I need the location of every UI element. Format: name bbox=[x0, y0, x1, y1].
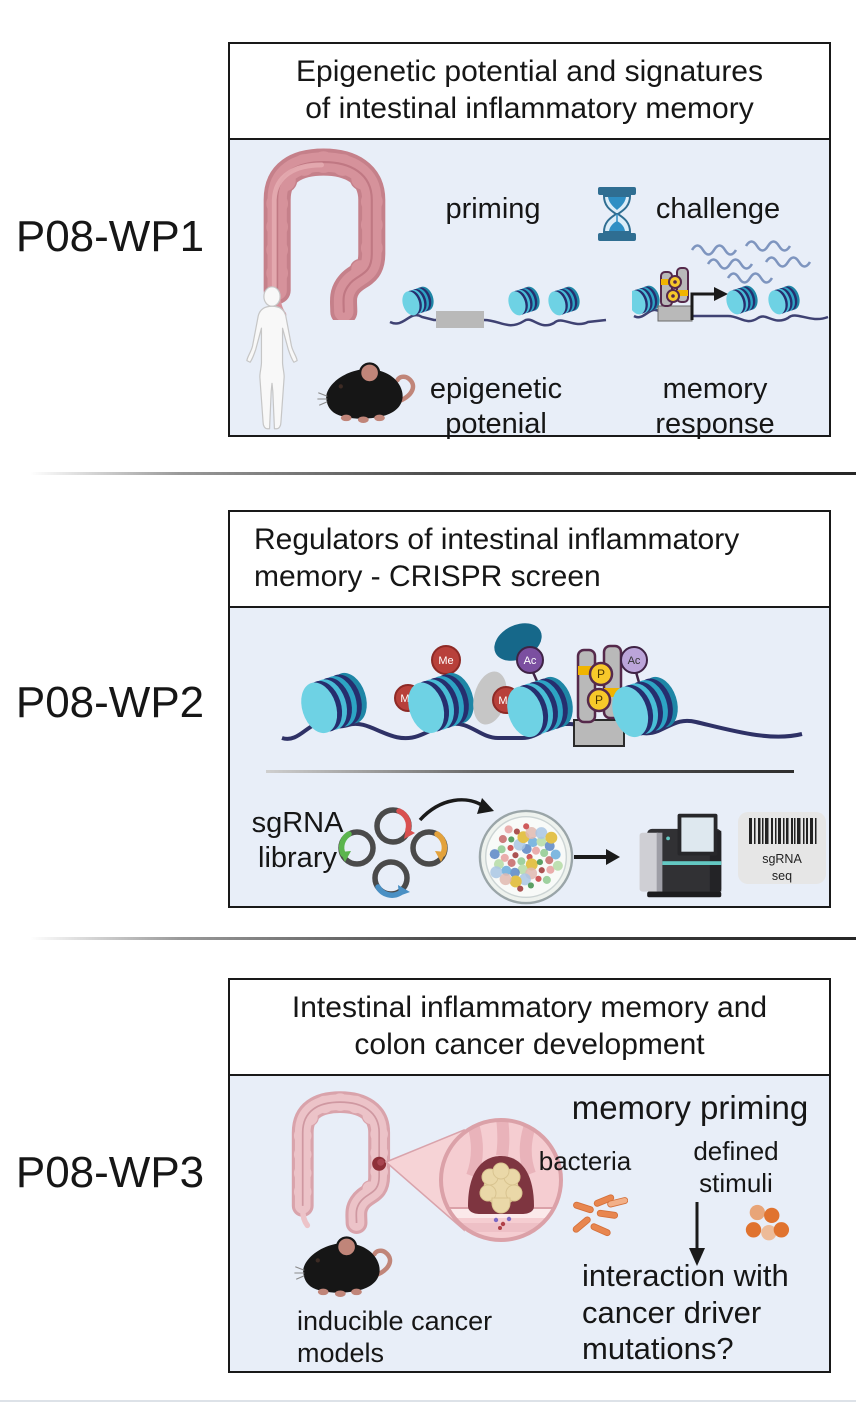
svg-text:P: P bbox=[597, 667, 605, 681]
sequencer-icon bbox=[639, 813, 722, 898]
wp3-panel: Intestinal inflammatory memory and colon… bbox=[228, 978, 831, 1373]
colon-tumor-zoom-illustration bbox=[291, 1091, 563, 1242]
stimuli-dots-icon bbox=[745, 1204, 790, 1241]
wp2-title: Regulators of intestinal inflammatory me… bbox=[230, 512, 829, 608]
bacteria-label: bacteria bbox=[538, 1146, 632, 1176]
nucleosome-icon bbox=[399, 284, 437, 318]
bottom-rule bbox=[0, 1400, 856, 1402]
nucleosome-icon bbox=[545, 284, 583, 318]
right-arrow-icon bbox=[574, 849, 620, 865]
rna-transcript-squiggle bbox=[706, 258, 754, 270]
acetyl-mark: Ac bbox=[516, 646, 544, 689]
transcription-machinery-icon bbox=[657, 267, 693, 322]
defined-stimuli-label: defined stimuli bbox=[693, 1136, 779, 1198]
priming-label: priming bbox=[445, 193, 541, 225]
phospho-mark: P bbox=[586, 687, 612, 713]
barcode-icon: sgRNA seq bbox=[738, 812, 826, 884]
silenced-chromatin-diagram bbox=[389, 284, 607, 328]
human-icon bbox=[246, 286, 298, 430]
petri-dish-icon bbox=[478, 809, 574, 905]
section-divider-2 bbox=[30, 937, 856, 940]
epigenetic-potential-label: epigenetic potenial bbox=[429, 373, 563, 441]
nucleosome-icon bbox=[501, 672, 579, 742]
wp2-title-line1: Regulators of intestinal inflammatory bbox=[254, 523, 740, 557]
wp3-title-line1: Intestinal inflammatory memory and bbox=[291, 991, 768, 1025]
sgrna-library-label: sgRNA library bbox=[251, 807, 344, 875]
wp3-label: P08-WP3 bbox=[15, 1148, 205, 1197]
rna-transcript-squiggle bbox=[726, 272, 774, 284]
section-divider-1 bbox=[30, 472, 856, 475]
nucleosome-icon bbox=[505, 284, 543, 318]
wp3-content: memory priming bacteria defined stimuli bbox=[230, 1076, 829, 1371]
wp1-title-line1: Epigenetic potential and signatures bbox=[296, 55, 763, 89]
colon-tumor-icon bbox=[291, 1091, 391, 1234]
wp1-content: priming challenge bbox=[230, 140, 829, 440]
wp2-content: Me Me Me Ac bbox=[230, 608, 829, 906]
colon-icon bbox=[263, 148, 386, 320]
wp3-title: Intestinal inflammatory memory and colon… bbox=[230, 980, 829, 1076]
acetyl-mark: Ac bbox=[620, 646, 648, 687]
wp2-label: P08-WP2 bbox=[15, 678, 205, 727]
svg-text:Ac: Ac bbox=[524, 655, 537, 667]
svg-text:P: P bbox=[595, 693, 603, 707]
silenced-gene-box bbox=[436, 311, 484, 328]
phospho-mark: P bbox=[588, 661, 614, 687]
inducible-cancer-models-label: inducible cancer models bbox=[297, 1306, 493, 1368]
barcode-label-line2: seq bbox=[771, 868, 793, 883]
memory-response-label: memory response bbox=[655, 373, 775, 441]
cell-pool-dots bbox=[489, 823, 563, 892]
barcode-bars bbox=[749, 818, 817, 844]
down-arrow-icon bbox=[689, 1202, 705, 1266]
svg-text:Ac: Ac bbox=[628, 655, 641, 667]
barcode-label-line1: sgRNA bbox=[762, 852, 802, 866]
wp1-label: P08-WP1 bbox=[15, 212, 205, 261]
wp1-panel: Epigenetic potential and signatures of i… bbox=[228, 42, 831, 440]
active-chromatin-diagram bbox=[632, 240, 829, 323]
hourglass-icon bbox=[598, 187, 636, 241]
zoom-circle-rim bbox=[439, 1118, 563, 1242]
rna-transcript-squiggle bbox=[744, 240, 792, 252]
wp1-title-line2: of intestinal inflammatory memory bbox=[305, 92, 754, 125]
interaction-question-label: interaction with cancer driver mutations… bbox=[582, 1258, 789, 1367]
wp2-title-line2: memory - CRISPR screen bbox=[254, 560, 601, 593]
mouse-icon bbox=[310, 354, 422, 426]
nucleosome-icon bbox=[723, 283, 761, 317]
wp2-inner-divider bbox=[266, 770, 794, 773]
transcription-start-arrow bbox=[690, 287, 728, 320]
wp3-title-line2: colon cancer development bbox=[354, 1028, 705, 1061]
nucleosome-icon bbox=[765, 283, 803, 317]
svg-text:Me: Me bbox=[438, 655, 453, 667]
chromatin-fiber-icon: Me Me Me Ac bbox=[281, 623, 803, 747]
plasmid-library-icon bbox=[338, 807, 448, 898]
challenge-label: challenge bbox=[655, 193, 781, 225]
wp1-title: Epigenetic potential and signatures of i… bbox=[230, 44, 829, 140]
polyp-zoom-icon bbox=[441, 1120, 561, 1240]
bacteria-rods-icon bbox=[572, 1194, 628, 1237]
wp2-panel: Regulators of intestinal inflammatory me… bbox=[228, 510, 831, 908]
memory-priming-label: memory priming bbox=[571, 1089, 809, 1126]
mouse-icon bbox=[288, 1228, 398, 1300]
rna-transcript-squiggle bbox=[690, 244, 738, 256]
rna-transcript-squiggle bbox=[764, 256, 812, 268]
curved-arrow-icon bbox=[418, 798, 494, 822]
